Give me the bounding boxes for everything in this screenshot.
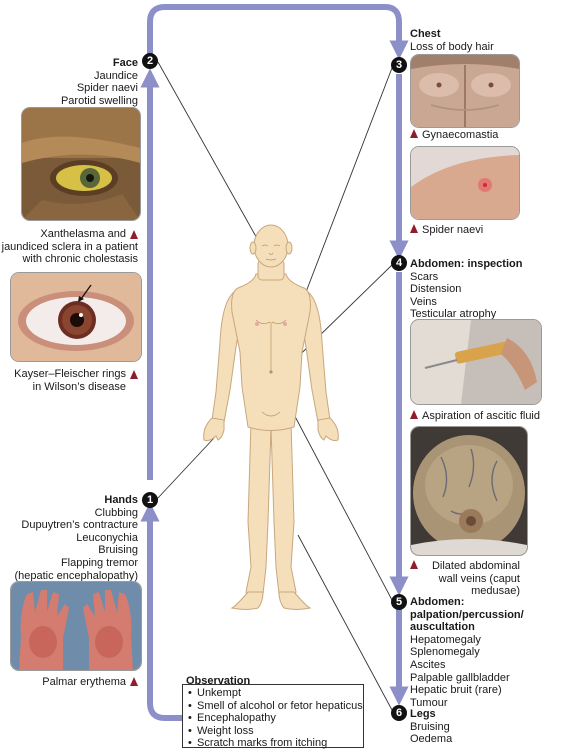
hands-section: Hands Clubbing Dupuytren’s contracture L… (0, 494, 138, 582)
caption-line: Palmar erythema (42, 676, 126, 688)
leader-face (157, 61, 269, 259)
face-item: Parotid swelling (60, 94, 138, 107)
caption-caput-medusae: Dilated abdominal wall veins (caput medu… (410, 560, 520, 598)
chest-title: Chest (410, 28, 441, 40)
marker-triangle (410, 410, 418, 419)
caption-gynaecomastia: Gynaecomastia (422, 129, 499, 141)
caption-line: Kayser–Fleischer rings (14, 368, 126, 380)
step-number-hands: 1 (142, 492, 158, 508)
hands-item: Dupuytren’s contracture (21, 519, 138, 532)
abdomen-palpation-section: Abdomen: palpation/percussion/ auscultat… (410, 596, 570, 709)
step-number-abdomen-palpation: 5 (391, 594, 407, 610)
abdomen-palpation-item: Hepatic bruit (rare) (410, 684, 502, 697)
caption-line: jaundiced sclera in a patient (1, 240, 138, 253)
caption-spider-naevi: Spider naevi (422, 224, 484, 236)
marker-triangle (410, 129, 418, 138)
photo-kayser-fleischer (10, 272, 142, 362)
legs-item: Bruising (410, 720, 450, 733)
marker-triangle (130, 677, 138, 686)
observation-item: Smell of alcohol or fetor hepaticus (187, 700, 363, 713)
leader-legs (297, 534, 393, 711)
hands-item: (hepatic encephalopathy) (14, 569, 138, 582)
hands-item: Leuconychia (76, 531, 138, 544)
step-number-legs: 6 (391, 705, 407, 721)
abdomen-palpation-title: auscultation (410, 621, 475, 634)
caption-line: with chronic cholestasis (22, 253, 138, 266)
observation-item: Scratch marks from itching (187, 737, 363, 750)
marker-triangle (130, 230, 138, 239)
hands-item: Clubbing (94, 506, 138, 519)
legs-section: Legs Bruising Oedema (410, 708, 530, 746)
flow-arrow-top (147, 4, 409, 60)
photo-spider-naevi (410, 146, 520, 220)
leader-abdomen-palpation (279, 387, 393, 601)
chest-item: Loss of body hair (410, 40, 494, 53)
abdomen-palpation-item: Ascites (410, 658, 446, 671)
leader-hands (156, 437, 215, 500)
caption-line: Xanthelasma and (40, 228, 126, 240)
abdomen-palpation-item: Palpable gallbladder (410, 671, 510, 684)
abdomen-palpation-item: Hepatomegaly (410, 633, 481, 646)
marker-triangle (410, 224, 418, 233)
hands-item: Bruising (98, 544, 138, 557)
observation-box: Unkempt Smell of alcohol or fetor hepati… (182, 684, 364, 750)
face-item: Spider naevi (76, 82, 138, 95)
human-body-figure (203, 224, 339, 610)
face-title: Face (112, 57, 138, 69)
observation-item: Encephalopathy (187, 712, 363, 725)
observation-list: Unkempt Smell of alcohol or fetor hepati… (187, 687, 363, 750)
abdomen-inspection-item: Testicular atrophy (410, 308, 497, 321)
abdomen-inspection-section: Abdomen: inspection Scars Distension Vei… (410, 258, 560, 321)
caption-line: Dilated abdominal (431, 560, 520, 572)
face-section: Face Jaundice Spider naevi Parotid swell… (20, 57, 138, 107)
abdomen-inspection-title: Abdomen: inspection (410, 258, 523, 270)
face-item: Jaundice (93, 69, 138, 82)
abdomen-inspection-item: Veins (410, 295, 437, 308)
step-number-chest: 3 (391, 57, 407, 73)
caption-ascitic-aspiration: Aspiration of ascitic fluid (422, 410, 540, 422)
photo-palmar-erythema (10, 581, 142, 671)
flow-arrow-left-lower (140, 502, 182, 721)
marker-triangle (410, 560, 418, 569)
photo-ascitic-aspiration (410, 319, 542, 405)
abdomen-inspection-item: Distension (410, 283, 462, 296)
hands-title: Hands (104, 494, 138, 506)
caption-palmar-erythema: Palmar erythema (0, 676, 138, 689)
photo-gynaecomastia (410, 54, 520, 128)
photo-caput-medusae (410, 426, 528, 556)
hands-item: Flapping tremor (60, 556, 138, 569)
photo-jaundiced-eye (21, 107, 141, 221)
marker-triangle (130, 370, 138, 379)
observation-item: Unkempt (187, 687, 363, 700)
legs-item: Oedema (410, 733, 453, 746)
abdomen-palpation-title: Abdomen: palpation/percussion/ (410, 596, 524, 621)
abdomen-palpation-item: Splenomegaly (410, 646, 480, 659)
caption-line: in Wilson’s disease (32, 380, 126, 393)
legs-title: Legs (410, 708, 436, 720)
abdomen-palpation-item: Tumour (410, 696, 448, 709)
step-number-face: 2 (142, 53, 158, 69)
step-number-abdomen-inspection: 4 (391, 255, 407, 271)
abdomen-inspection-item: Scars (410, 270, 439, 283)
caption-xanthelasma: Xanthelasma and jaundiced sclera in a pa… (0, 228, 138, 266)
caption-line: wall veins (caput medusae) (438, 572, 520, 598)
observation-item: Weight loss (187, 725, 363, 738)
chest-section: Chest Loss of body hair (410, 28, 550, 53)
leader-chest (295, 67, 393, 319)
caption-kayser-fleischer: Kayser–Fleischer rings in Wilson’s disea… (0, 368, 138, 393)
